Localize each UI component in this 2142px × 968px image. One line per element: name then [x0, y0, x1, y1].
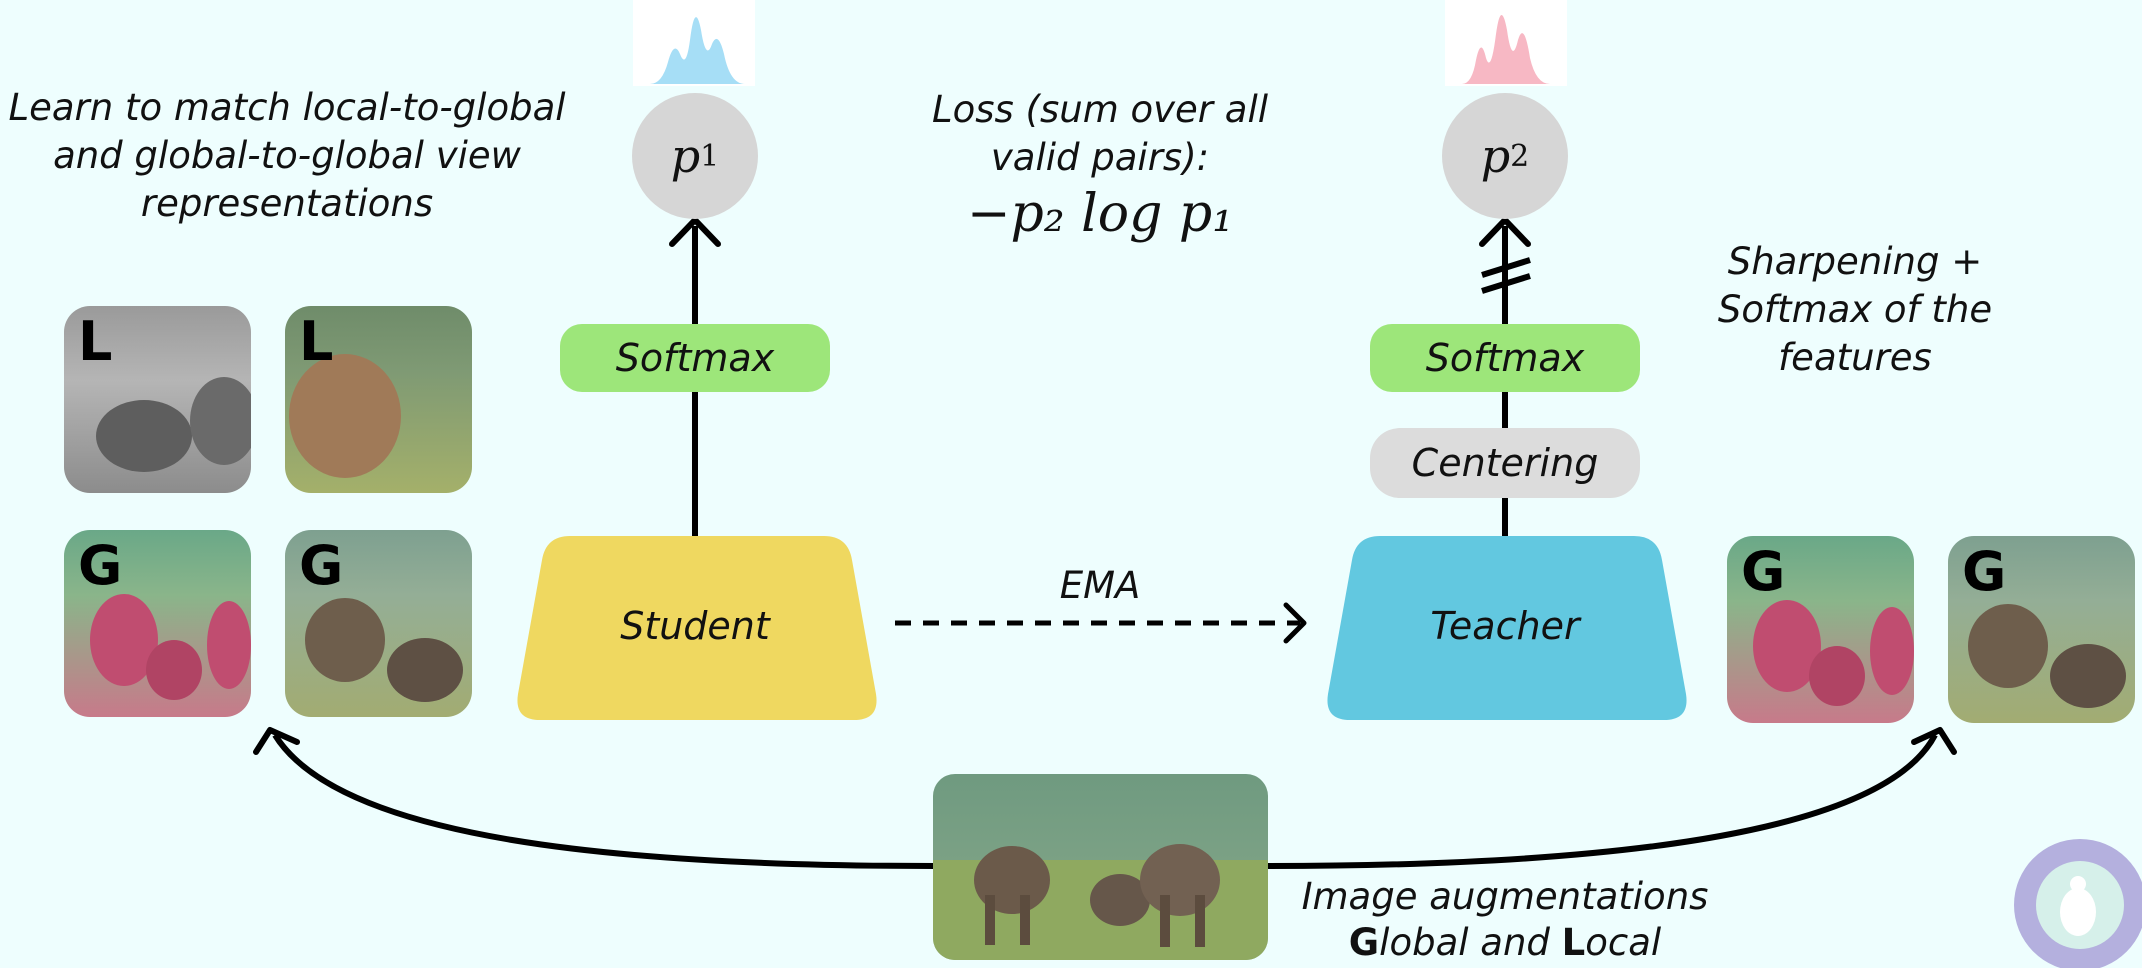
- global-view-2-student-letter: G: [299, 534, 344, 597]
- teacher-softmax: Softmax: [1370, 324, 1640, 392]
- bottom-caption-ocal: ocal: [1585, 921, 1662, 964]
- teacher-output-subscript: 2: [1510, 138, 1530, 174]
- stop-gradient-mark-2: [1481, 273, 1531, 294]
- right-caption-line-1: Sharpening +: [1727, 240, 1983, 283]
- loss-caption: Loss (sum over all valid pairs):: [880, 86, 1320, 182]
- logo-icon: [2014, 839, 2142, 968]
- local-view-2-image: [289, 354, 401, 478]
- loss-caption-line-1: Loss (sum over all: [931, 88, 1269, 131]
- left-caption-line-3: representations: [140, 182, 434, 225]
- left-caption-line-2: and global-to-global view: [53, 134, 521, 177]
- global-view-1-student-letter: G: [78, 534, 123, 597]
- ema-arrowhead: [1283, 602, 1307, 644]
- local-view-1-letter: L: [78, 310, 113, 373]
- global-view-2-teacher-image: [1968, 604, 2126, 708]
- teacher-distribution-curve: [1448, 14, 1564, 84]
- student-softmax: Softmax: [560, 324, 830, 392]
- teacher-centering: Centering: [1370, 428, 1640, 498]
- source-image: [933, 774, 1268, 960]
- bottom-caption: Image augmentations Global and Local: [1270, 874, 1740, 966]
- loss-formula: −p₂ log p₁: [966, 184, 1234, 244]
- teacher-label: Teacher: [1430, 604, 1580, 648]
- global-view-1-student-image: [90, 594, 251, 700]
- local-view-2-letter: L: [299, 310, 334, 373]
- student-block: [517, 536, 877, 720]
- global-view-2-teacher: G: [1948, 536, 2135, 723]
- augmentation-arrow-left: [272, 733, 936, 869]
- bottom-caption-l: L: [1561, 921, 1586, 964]
- global-view-1-teacher-image: [1753, 600, 1914, 706]
- augmentation-arrowhead-right: [1911, 727, 1957, 755]
- student-output-subscript: 1: [700, 138, 720, 174]
- loss-caption-line-2: valid pairs):: [990, 136, 1210, 179]
- stop-gradient-mark-1: [1481, 257, 1531, 278]
- ema-label: EMA: [1059, 564, 1141, 607]
- bottom-caption-line-2: Global and Local: [1270, 920, 1740, 966]
- global-view-2-student: G: [285, 530, 472, 717]
- bottom-caption-line-1: Image augmentations: [1301, 875, 1709, 918]
- left-caption-line-1: Learn to match local-to-global: [8, 86, 566, 129]
- left-caption: Learn to match local-to-global and globa…: [0, 84, 580, 228]
- global-view-2-teacher-letter: G: [1962, 540, 2007, 603]
- global-view-1-student: G: [64, 530, 251, 717]
- global-view-2-student-image: [305, 598, 463, 702]
- global-view-1-teacher: G: [1727, 536, 1914, 723]
- bottom-caption-lobal: lobal and: [1379, 921, 1562, 964]
- local-view-1: L: [64, 306, 251, 493]
- local-view-1-image: [96, 377, 251, 472]
- augmentation-arrowhead-left: [253, 727, 300, 755]
- right-caption-line-3: features: [1778, 336, 1932, 379]
- student-distribution-curve: [636, 17, 752, 85]
- student-label: Student: [620, 604, 770, 648]
- student-up-arrowhead: [669, 217, 721, 247]
- local-view-2: L: [285, 306, 472, 493]
- augmentation-arrow-right: [1267, 733, 1938, 869]
- teacher-up-arrowhead: [1479, 217, 1531, 247]
- student-output-symbol: p: [670, 129, 701, 183]
- right-caption-line-2: Softmax of the: [1717, 288, 1993, 331]
- global-view-1-teacher-letter: G: [1741, 540, 1786, 603]
- bottom-caption-g: G: [1348, 921, 1380, 964]
- right-caption: Sharpening + Softmax of the features: [1670, 238, 2040, 382]
- teacher-output-symbol: p: [1480, 129, 1511, 183]
- teacher-block: [1327, 536, 1687, 720]
